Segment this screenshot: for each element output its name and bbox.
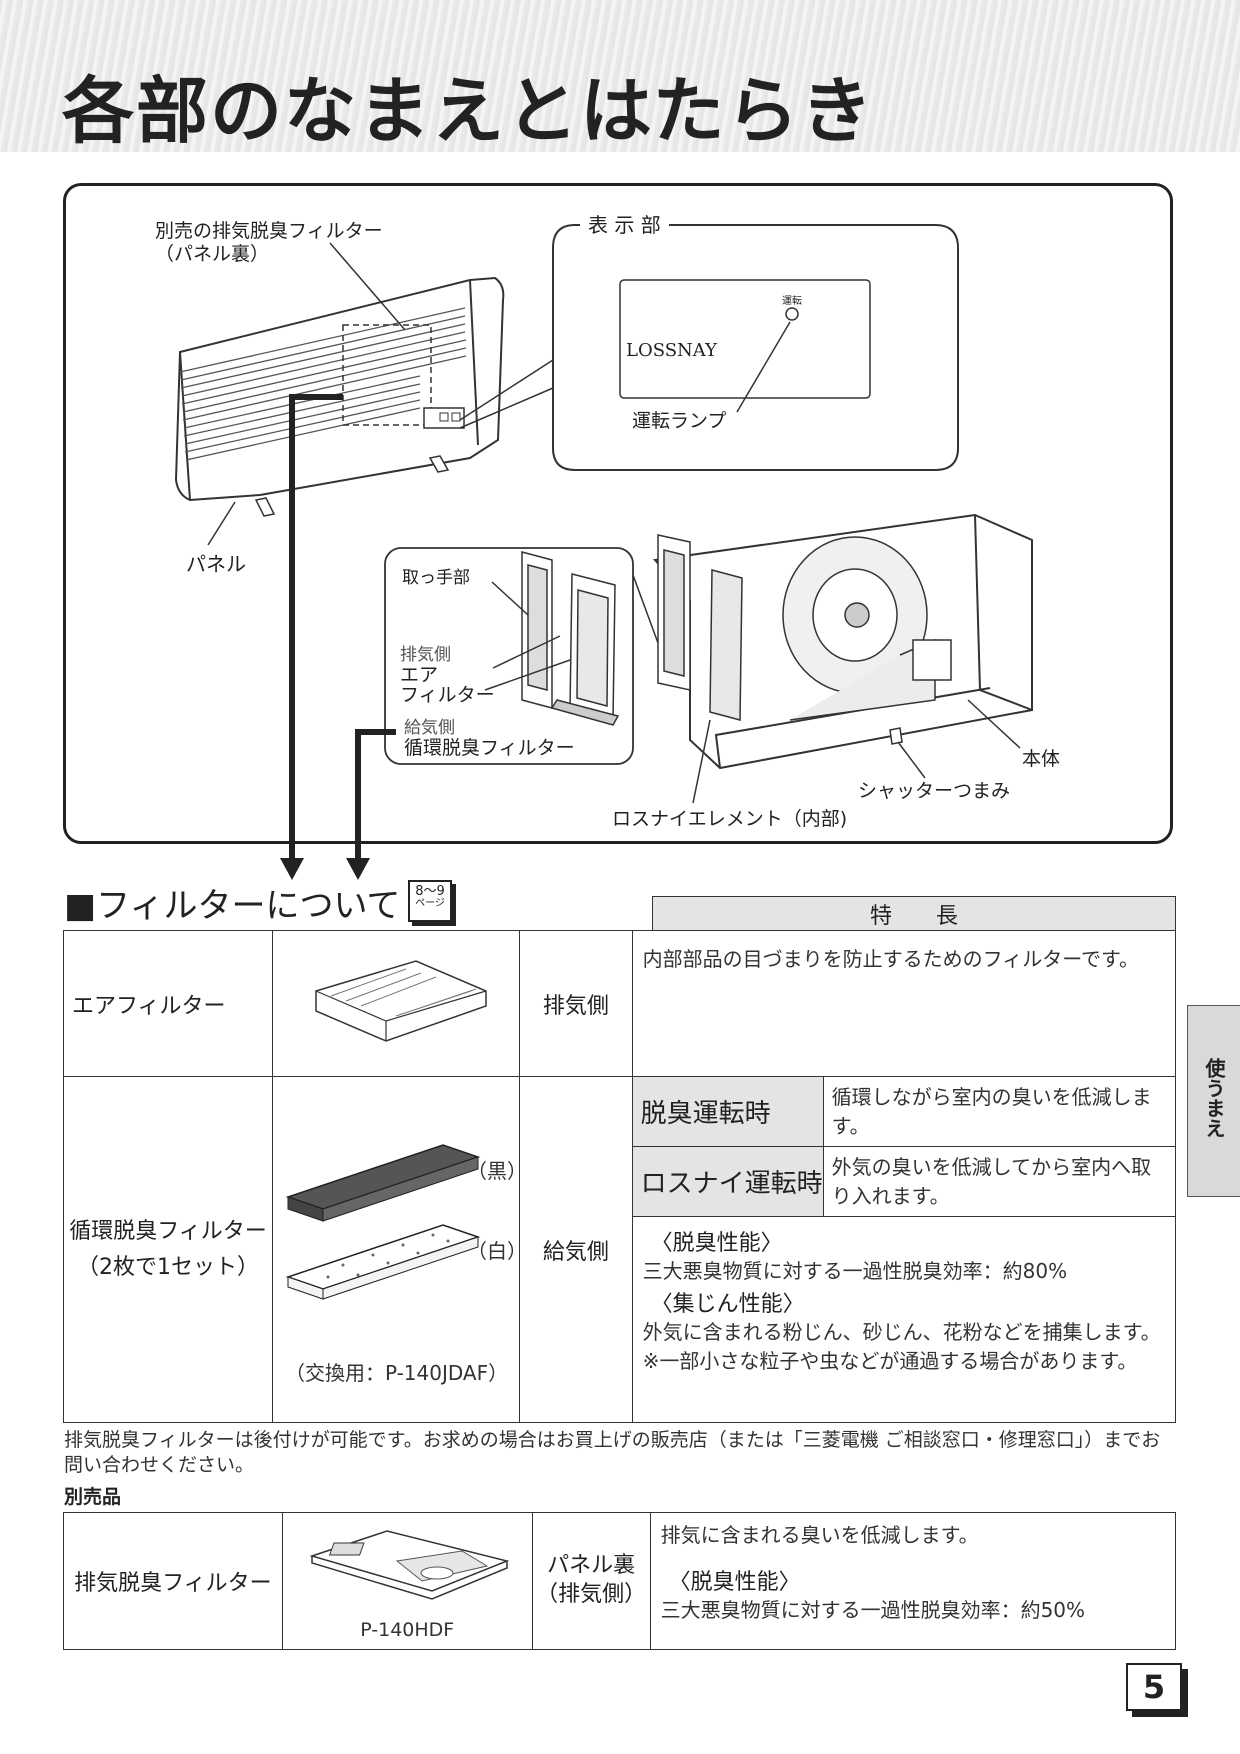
side-tab: 使うまえ bbox=[1187, 1005, 1240, 1197]
parts-diagram bbox=[174, 224, 1033, 880]
retrofit-note: 排気脱臭フィルターは後付けが可能です。お求めの場合はお買上げの販売店（または「三… bbox=[64, 1429, 1161, 1476]
display-window bbox=[423, 407, 465, 429]
mode-lossnay-desc: 外気の臭いを低減してから室内へ取り入れます。 bbox=[822, 1146, 1177, 1217]
blower-illustration bbox=[782, 536, 936, 721]
table-row: エアフィルター 排気側 内部部品の目づまりを防止するためのフィルターです。 bbox=[63, 930, 1177, 1077]
air-filter-side: 排気側 bbox=[519, 930, 633, 1077]
display-lamp-small-label: 運転 bbox=[782, 296, 802, 307]
terminal-block bbox=[912, 639, 952, 681]
mode-deodorize-desc: 循環しながら室内の臭いを低減します。 bbox=[822, 1076, 1177, 1147]
label-panel: パネル bbox=[186, 552, 246, 576]
label-supply-side: 給気側 bbox=[404, 718, 455, 738]
display-panel bbox=[619, 279, 871, 399]
display-section-label: 表 示 部 bbox=[580, 213, 669, 237]
run-lamp-icon bbox=[785, 307, 799, 321]
circ-filter-image-cell: （黒） （白） （交換用：P-140JDAF） bbox=[271, 1076, 527, 1423]
arrow-heads bbox=[280, 858, 370, 880]
air-filter-desc: 内部部品の目づまりを防止するためのフィルターです。 bbox=[631, 930, 1177, 1077]
arrow-to-filter-section bbox=[289, 394, 396, 860]
circ-filter-name: 循環脱臭フィルター （2枚で1セット） bbox=[63, 1076, 273, 1423]
label-shutter: シャッターつまみ bbox=[858, 780, 1011, 802]
optional-model: P-140HDF bbox=[360, 1619, 455, 1641]
optional-side: パネル裏 （排気側） bbox=[531, 1512, 651, 1650]
replacement-model: （交換用：P-140JDAF） bbox=[284, 1361, 509, 1385]
label-body: 本体 bbox=[1022, 748, 1061, 770]
air-filter-name: エアフィルター bbox=[63, 930, 273, 1077]
body-filter-frame bbox=[657, 534, 743, 721]
label-air: エア bbox=[400, 664, 439, 686]
filter-section-heading: ■フィルターについて bbox=[64, 886, 401, 926]
label-exhaust-side: 排気側 bbox=[400, 645, 451, 665]
table-row: 循環脱臭フィルター （2枚で1セット） （黒） （白） （交換用：P-140JD… bbox=[63, 1076, 1177, 1423]
hidden-filter-outline bbox=[342, 324, 432, 426]
filter-table: エアフィルター 排気側 内部部品の目づまりを防止するためのフィルターです。 循環… bbox=[63, 930, 1177, 1423]
label-run-lamp: 運転ランプ bbox=[632, 410, 727, 432]
circ-filter-performance: 〈脱臭性能〉 三大悪臭物質に対する一過性脱臭効率：約80% 〈集じん性能〉 外気… bbox=[631, 1216, 1177, 1423]
label-handle: 取っ手部 bbox=[402, 568, 470, 588]
mode-lossnay: ロスナイ運転時 bbox=[631, 1146, 824, 1217]
label-element: ロスナイエレメント（内部) bbox=[612, 808, 848, 830]
panel-illustration bbox=[174, 276, 505, 502]
page-number: 5 bbox=[1126, 1663, 1182, 1711]
feature-header: 特 長 bbox=[652, 896, 1176, 931]
air-filter-image-cell bbox=[271, 930, 521, 1077]
black-label: （黒） bbox=[466, 1159, 527, 1183]
optional-image-cell: P-140HDF bbox=[281, 1512, 533, 1650]
lossnay-logo: LOSSNAY bbox=[626, 340, 717, 361]
diagram-box bbox=[63, 183, 1173, 844]
optional-desc-cell: 排気に含まれる臭いを低減します。 〈脱臭性能〉 三大悪臭物質に対する一過性脱臭効… bbox=[649, 1512, 1177, 1650]
page-title: 各部のなまえとはたらき bbox=[62, 69, 875, 153]
feature-header-table: 特 長 bbox=[652, 896, 1176, 931]
table-row: ロスナイ運転時 外気の臭いを低減してから室内へ取り入れます。 bbox=[64, 1146, 1177, 1217]
white-label: （白） bbox=[466, 1239, 527, 1263]
label-circ-filter: 循環脱臭フィルター bbox=[404, 737, 575, 759]
header-band bbox=[0, 0, 1240, 152]
mode-deodorize: 脱臭運転時 bbox=[631, 1076, 824, 1147]
shutter-knob-icon bbox=[889, 727, 903, 745]
optional-table: 排気脱臭フィルター P-140HDF パネル裏 （排気側） 排気に含まれる臭いを… bbox=[63, 1512, 1177, 1650]
optional-label: 別売品 bbox=[64, 1486, 122, 1508]
table-row: 〈脱臭性能〉 三大悪臭物質に対する一過性脱臭効率：約80% 〈集じん性能〉 外気… bbox=[64, 1216, 1177, 1423]
label-exhaust-filter: 別売の排気脱臭フィルター （パネル裏） bbox=[155, 220, 383, 265]
filter-detail-illustration bbox=[521, 551, 620, 726]
circ-filter-side: 給気側 bbox=[519, 1076, 633, 1423]
panel-louvers bbox=[179, 307, 467, 461]
table-row: 排気脱臭フィルター P-140HDF パネル裏 （排気側） 排気に含まれる臭いを… bbox=[63, 1512, 1177, 1650]
air-filter-icon bbox=[315, 959, 487, 1042]
circ-filter-icon bbox=[285, 1144, 481, 1300]
optional-name: 排気脱臭フィルター bbox=[63, 1512, 283, 1650]
page-reference: 8〜9 ページ bbox=[408, 880, 452, 922]
exhaust-filter-icon bbox=[309, 1530, 510, 1600]
label-filter: フィルター bbox=[400, 684, 495, 706]
